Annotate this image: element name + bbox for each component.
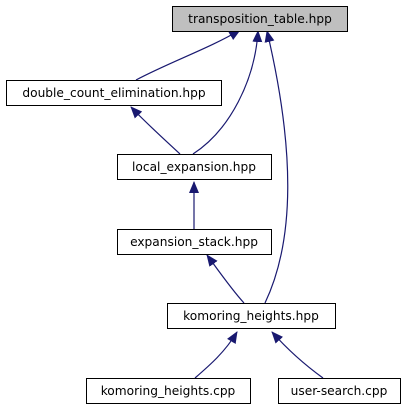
node-double-count-elimination[interactable]: double_count_elimination.hpp bbox=[6, 80, 222, 106]
node-komoring-heights-hpp[interactable]: komoring_heights.hpp bbox=[167, 303, 336, 329]
node-komoring-heights-cpp[interactable]: komoring_heights.cpp bbox=[86, 378, 251, 404]
edge-komoring-heights-hpp-to-expansion-stack bbox=[206, 254, 245, 304]
edge-komoring-heights-hpp-to-transposition bbox=[264, 30, 289, 304]
node-label: expansion_stack.hpp bbox=[130, 235, 258, 249]
node-label: double_count_elimination.hpp bbox=[22, 86, 206, 100]
node-transposition-table[interactable]: transposition_table.hpp bbox=[172, 6, 348, 32]
node-label: komoring_heights.cpp bbox=[101, 384, 236, 398]
node-label: user-search.cpp bbox=[291, 384, 388, 398]
node-expansion-stack[interactable]: expansion_stack.hpp bbox=[117, 229, 272, 255]
node-user-search[interactable]: user-search.cpp bbox=[278, 378, 401, 404]
node-label: komoring_heights.hpp bbox=[183, 309, 319, 323]
node-label: transposition_table.hpp bbox=[188, 12, 332, 26]
edge-double-count-to-transposition bbox=[135, 29, 241, 81]
dependency-edges bbox=[130, 29, 324, 379]
edge-user-search-to-komoring-heights-hpp bbox=[271, 331, 324, 379]
edge-local-expansion-to-transposition bbox=[192, 30, 263, 155]
edge-local-expansion-to-double-count bbox=[130, 106, 181, 155]
node-label: local_expansion.hpp bbox=[132, 160, 256, 174]
edge-komoring-heights-cpp-to-komoring-heights-hpp bbox=[194, 331, 238, 379]
node-local-expansion[interactable]: local_expansion.hpp bbox=[117, 154, 272, 180]
dependency-nodes: transposition_table.hpp double_count_eli… bbox=[6, 6, 401, 404]
